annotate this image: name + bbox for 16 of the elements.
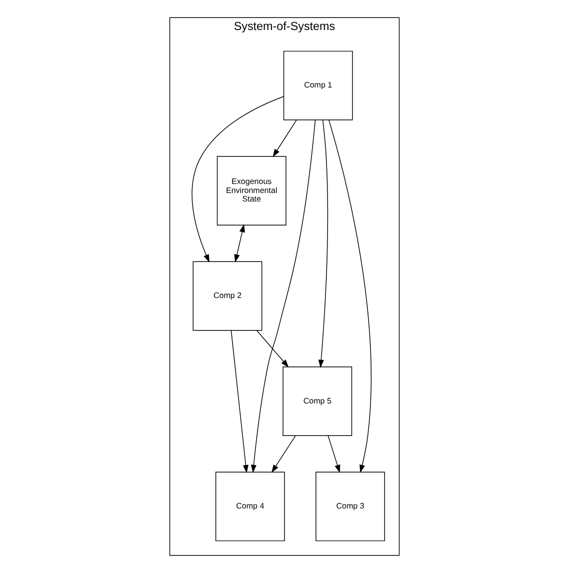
arrow <box>256 330 289 368</box>
node-box: Comp 4 <box>215 472 285 542</box>
arrow <box>272 435 296 473</box>
arrow <box>318 120 328 368</box>
node-box: Comp 2 <box>192 261 262 331</box>
arrow <box>328 120 372 473</box>
arrow <box>272 120 297 158</box>
arrow <box>230 330 249 474</box>
arrow <box>234 224 245 262</box>
arrow <box>328 435 340 473</box>
arrow <box>192 96 284 263</box>
arrow <box>250 120 316 473</box>
node-box: Exogenous Environmental State <box>216 156 286 226</box>
node-box: Comp 1 <box>283 50 353 120</box>
node-box: Comp 5 <box>282 366 352 436</box>
node-box: Comp 3 <box>316 472 385 542</box>
